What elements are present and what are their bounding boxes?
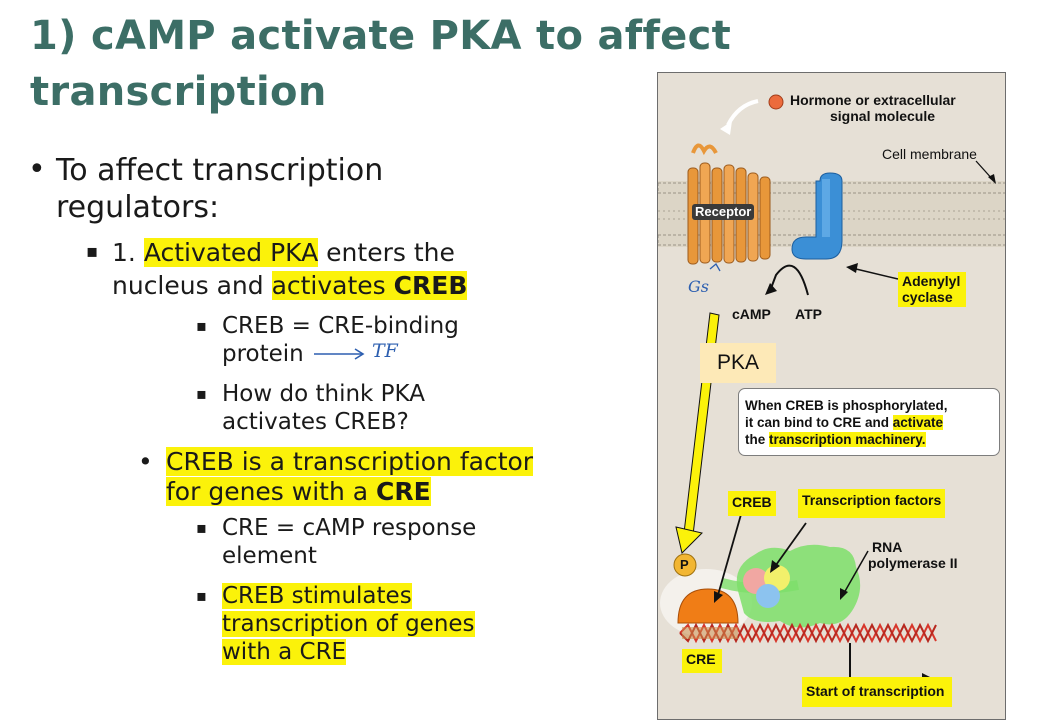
adenylyl-cyclase-icon — [791, 172, 843, 260]
handwritten-arrow-icon — [314, 348, 365, 360]
bullet-2-line-2-text: for genes with a — [166, 477, 377, 506]
sub-sub-bullet-4-line-1: CREB stimulates — [222, 582, 412, 610]
bullet-1-line-1: To affect transcription — [56, 153, 384, 188]
atp-label: ATP — [795, 306, 822, 322]
cell-membrane-label: Cell membrane — [882, 146, 977, 162]
bullet-marker: • — [28, 152, 46, 187]
creb-bold: CREB — [393, 271, 468, 300]
rna-polymerase-label-line-2: polymerase II — [868, 555, 958, 571]
sub-sub-bullet-2-line-1: How do think PKA — [222, 381, 425, 407]
figure-diagram — [658, 94, 1005, 685]
hormone-label-line-2: signal molecule — [830, 108, 936, 124]
adenylyl-label-line-2: cyclase — [902, 289, 953, 305]
sub-bullet-1-line-2: nucleus and activates CREB — [112, 271, 468, 301]
phosphate-label: P — [680, 557, 689, 572]
bullet-2-line-1: CREB is a transcription factor — [166, 447, 534, 477]
transcription-factors-label: Transcription factors — [798, 489, 946, 518]
creb-label: CREB — [728, 491, 776, 516]
highlight-creb-tf: CREB is a transcription factor — [166, 447, 534, 476]
start-of-transcription-label: Start of transcription — [802, 677, 953, 707]
sub-sub-bullet-2-line-2: activates CREB? — [222, 409, 409, 435]
highlight-activates-creb: activates CREB — [271, 271, 468, 300]
transcription-factor-icon — [756, 584, 780, 608]
hormone-arrow-icon — [726, 99, 759, 126]
callout-line-1: When CREB is phosphorylated, — [745, 398, 948, 413]
adenylyl-cyclase-label: Adenylyl cyclase — [898, 272, 967, 307]
protein-text: protein — [222, 341, 304, 367]
sub-sub-bullet-4-line-3: with a CRE — [222, 638, 347, 666]
dna-helix-icon — [679, 622, 937, 644]
pka-label-box: PKA — [700, 343, 776, 383]
sub-sub-bullet-marker: ▪ — [196, 586, 207, 605]
creb-protein-icon — [677, 588, 739, 624]
bullet-2-line-2: for genes with a CRE — [166, 477, 431, 507]
receptor-label: Receptor — [692, 204, 755, 220]
handwritten-tf-note: TF — [372, 340, 398, 362]
sub-bullet-1-line-2-text: nucleus and — [112, 271, 272, 300]
hormone-arrowhead-icon — [720, 121, 732, 135]
camp-label: cAMP — [732, 306, 771, 322]
pathway-figure: Hormone or extracellular signal molecule… — [657, 72, 1006, 720]
highlight-activated-pka: Activated PKA — [143, 238, 319, 267]
bullet-1-line-2: regulators: — [56, 190, 220, 225]
creb-phosphorylation-callout: When CREB is phosphorylated, it can bind… — [738, 388, 1000, 456]
rna-polymerase-label-line-1: RNA — [872, 539, 903, 555]
transcription-start-arrow-icon — [849, 643, 928, 680]
phosphate-icon — [673, 553, 697, 577]
hormone-label-line-1: Hormone or extracellular — [790, 92, 956, 108]
sub-bullet-1-number: 1. — [112, 238, 144, 267]
sub-sub-bullet-1-line-1: CREB = CRE-binding — [222, 313, 459, 339]
bullet-marker: • — [138, 447, 153, 476]
sub-sub-bullet-3-line-2: element — [222, 543, 317, 569]
sub-bullet-1-rest: enters the — [318, 238, 455, 267]
adenylyl-label-line-1: Adenylyl — [902, 273, 961, 289]
hormone-molecule-icon — [768, 94, 784, 110]
sub-sub-bullet-3-line-1: CRE = cAMP response — [222, 515, 477, 541]
title-line-2: transcription — [30, 69, 327, 115]
highlight-activate: activate — [892, 415, 944, 430]
callout-line-3: the transcription machinery. — [745, 431, 993, 448]
sub-sub-bullet-1-line-2: protein — [222, 340, 304, 368]
highlight-transcription-genes: transcription of genes — [222, 611, 475, 637]
sub-bullet-1-line-1: 1. Activated PKA enters the — [112, 238, 455, 268]
sub-sub-bullet-4-line-2: transcription of genes — [222, 610, 475, 638]
highlight-genes-cre: for genes with a CRE — [166, 477, 431, 506]
handwritten-gs-note: Gs — [688, 277, 709, 296]
title-line-1: 1) cAMP activate PKA to affect — [30, 13, 732, 59]
sub-bullet-marker: ▪ — [86, 241, 99, 262]
cre-bold: CRE — [376, 477, 431, 506]
highlight-with-cre: with a CRE — [222, 639, 347, 665]
highlight-creb-stimulates: CREB stimulates — [222, 583, 412, 609]
callout-line-3-text: the — [745, 432, 770, 447]
sub-sub-bullet-marker: ▪ — [196, 384, 207, 403]
cre-label: CRE — [682, 649, 722, 673]
sub-sub-bullet-marker: ▪ — [196, 518, 207, 537]
highlight-transcription-machinery: transcription machinery. — [769, 432, 926, 447]
highlight-activates-text: activates — [271, 271, 394, 300]
callout-line-2-text: it can bind to CRE and — [745, 415, 893, 430]
sub-sub-bullet-marker: ▪ — [196, 316, 207, 335]
slide-title: 1) cAMP activate PKA to affect transcrip… — [30, 8, 731, 120]
callout-line-2: it can bind to CRE and activate — [745, 414, 993, 431]
